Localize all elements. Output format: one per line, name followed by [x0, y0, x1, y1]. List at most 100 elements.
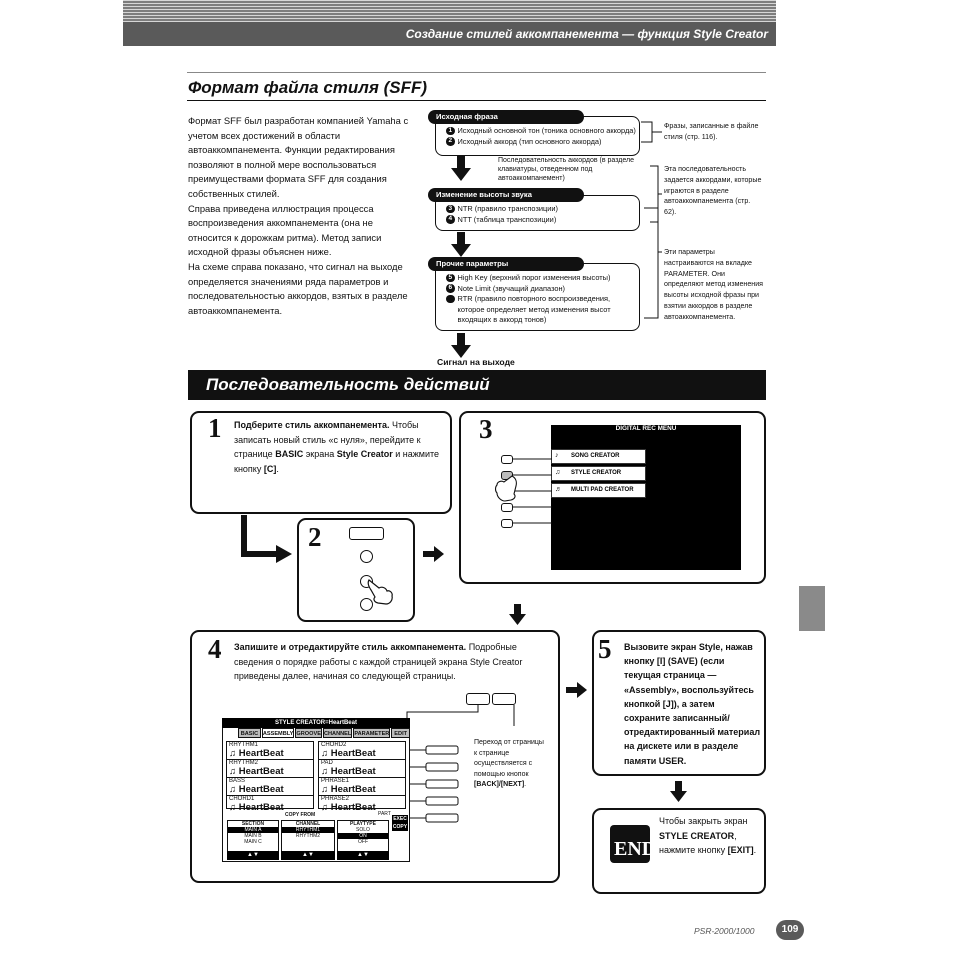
step-3-number: 3	[479, 414, 493, 445]
diagram-label-source-phrase: Исходная фраза	[428, 110, 584, 124]
tab-basic[interactable]: BASIC	[238, 728, 261, 738]
drum-icon: ♫	[229, 766, 239, 777]
right-arrow-icon	[423, 546, 445, 562]
annot-text: .	[524, 781, 526, 788]
part-style: ♫ HeartBeat	[229, 749, 313, 758]
step-5-text: Вызовите экран Style, нажав кнопку [I] (…	[624, 640, 761, 768]
diagram-item: NTR (правило транспозиции)	[458, 204, 558, 213]
panel-button-rect[interactable]	[349, 527, 384, 540]
part-style-name: HeartBeat	[331, 748, 376, 759]
step-5-number: 5	[598, 634, 612, 665]
footer-model: PSR-2000/1000	[694, 926, 755, 936]
num-6-icon: 6	[446, 284, 455, 293]
pointing-hand-icon	[494, 474, 520, 504]
option: OFF	[338, 839, 388, 845]
tab-edit[interactable]: EDIT	[391, 728, 410, 738]
menu-multi-pad-creator[interactable]: MULTI PAD CREATOR	[551, 483, 646, 498]
annot-bold: [BACK]/[NEXT]	[474, 781, 524, 788]
part-cell[interactable]: PHRASE2♫ HeartBeat	[319, 796, 405, 812]
section-arrows-icon[interactable]: ▲▼	[227, 851, 279, 860]
diagram-item: High Key (верхний порог изменения высоты…	[458, 273, 611, 282]
down-arrow-icon	[509, 604, 527, 626]
intro-paragraph-1: Формат SFF был разработан компанией Yama…	[188, 114, 416, 202]
intro-text: Формат SFF был разработан компанией Yama…	[188, 114, 416, 318]
section-rule-bottom	[187, 100, 766, 101]
step-4-bold: Запишите и отредактируйте стиль аккомпан…	[234, 642, 466, 652]
step-1-bold-part: Style Creator	[337, 449, 393, 459]
parts-left-column: RHYTHM1♫ HeartBeat RHYTHM2♫ HeartBeat BA…	[226, 741, 314, 809]
part-style-name: HeartBeat	[331, 766, 376, 777]
num-1-icon: 1	[446, 127, 455, 136]
step-1-text-part: экрана	[303, 449, 337, 459]
back-next-annotation: Переход от страницы к странице осуществл…	[474, 738, 544, 791]
lcd-right-knobs	[410, 742, 460, 832]
phrase-icon: ♫	[321, 802, 331, 813]
step1-to-step2-arrow-icon	[238, 515, 298, 567]
part-style-name: HeartBeat	[331, 784, 376, 795]
step-4-number: 4	[208, 634, 222, 665]
step-1-bold-part: BASIC	[275, 449, 303, 459]
down-arrow-icon	[450, 333, 472, 359]
down-arrow-icon	[450, 156, 472, 182]
diagram-item: NTT (таблица транспозиции)	[458, 215, 557, 224]
copy-label: COPY	[392, 823, 408, 831]
phrase-icon: ♫	[321, 784, 331, 795]
part-style-name: HeartBeat	[331, 802, 376, 813]
part-style-name: HeartBeat	[239, 766, 284, 777]
part-style: ♫ HeartBeat	[229, 767, 313, 776]
down-arrow-icon	[670, 781, 688, 803]
down-arrow-icon	[450, 232, 472, 258]
channel-arrows-icon[interactable]: ▲▼	[281, 851, 335, 860]
num-5-icon: 5	[446, 274, 455, 283]
copy-from-label: COPY FROM	[285, 812, 315, 818]
part-style: ♫ HeartBeat	[321, 749, 405, 758]
step-1-bold-part: [C]	[264, 464, 277, 474]
part-cell[interactable]: PHRASE1♫ HeartBeat	[319, 778, 405, 796]
bass-icon: ♫	[229, 784, 239, 795]
copy-from-panel: SECTION MAIN A MAIN B MAIN C ▲▼ CHANNEL …	[227, 820, 391, 862]
step-1-number: 1	[208, 413, 222, 444]
menu-label: SONG CREATOR	[571, 453, 619, 459]
part-cell[interactable]: RHYTHM2♫ HeartBeat	[227, 760, 313, 778]
right-arrow-icon	[566, 682, 588, 698]
end-text: Чтобы закрыть экран STYLE CREATOR, нажми…	[659, 814, 759, 858]
section2-title: Последовательность действий	[206, 375, 490, 395]
playtype-arrows-icon[interactable]: ▲▼	[337, 851, 389, 860]
chord-icon: ♫	[321, 748, 331, 759]
page-number: 109	[776, 920, 804, 940]
tab-assembly[interactable]: ASSEMBLY	[262, 728, 295, 738]
part-style: ♫ HeartBeat	[229, 785, 313, 794]
num-4-icon: 4	[446, 215, 455, 224]
part-style-name: HeartBeat	[239, 784, 284, 795]
diagram-note-2: Эта последовательность задается аккордам…	[664, 164, 764, 218]
pad-icon: ♫	[321, 766, 331, 777]
tab-groove[interactable]: GROOVE	[295, 728, 322, 738]
tab-parameter[interactable]: PARAMETER	[353, 728, 390, 738]
part-cell[interactable]: RHYTHM1♫ HeartBeat	[227, 742, 313, 760]
style-parts-grid: RHYTHM1♫ HeartBeat RHYTHM2♫ HeartBeat BA…	[226, 741, 406, 809]
parts-right-column: CHORD2♫ HeartBeat PAD♫ HeartBeat PHRASE1…	[318, 741, 406, 809]
end-icon-text: END	[614, 838, 656, 861]
style-creator-tabs: BASIC ASSEMBLY GROOVE CHANNEL PARAMETER …	[238, 728, 410, 738]
panel-button-round[interactable]	[360, 550, 373, 563]
part-cell[interactable]: CHORD2♫ HeartBeat	[319, 742, 405, 760]
part-cell[interactable]: PAD♫ HeartBeat	[319, 760, 405, 778]
menu-label: STYLE CREATOR	[571, 470, 621, 476]
part-cell[interactable]: BASS♫ HeartBeat	[227, 778, 313, 796]
part-cell[interactable]: CHORD1♫ HeartBeat	[227, 796, 313, 812]
part-style-name: HeartBeat	[239, 802, 284, 813]
tab-channel[interactable]: CHANNEL	[323, 728, 352, 738]
header-title: Создание стилей аккомпанемента — функция…	[406, 27, 768, 41]
intro-paragraph-2: Справа приведена иллюстрация процесса во…	[188, 202, 416, 260]
section-title: Формат файла стиля (SFF)	[188, 78, 427, 98]
menu-song-creator[interactable]: SONG CREATOR	[551, 449, 646, 464]
step-2-number: 2	[308, 522, 322, 553]
output-signal-label: Сигнал на выходе	[437, 357, 515, 367]
diagram-note-1: Фразы, записанные в файле стиля (стр. 11…	[664, 121, 764, 143]
num-3-icon: 3	[446, 205, 455, 214]
part-style: ♫ HeartBeat	[321, 803, 405, 812]
menu-style-creator[interactable]: STYLE CREATOR	[551, 466, 646, 481]
diagram-label-other-params: Прочие параметры	[428, 257, 584, 271]
drum-icon: ♫	[229, 748, 239, 759]
